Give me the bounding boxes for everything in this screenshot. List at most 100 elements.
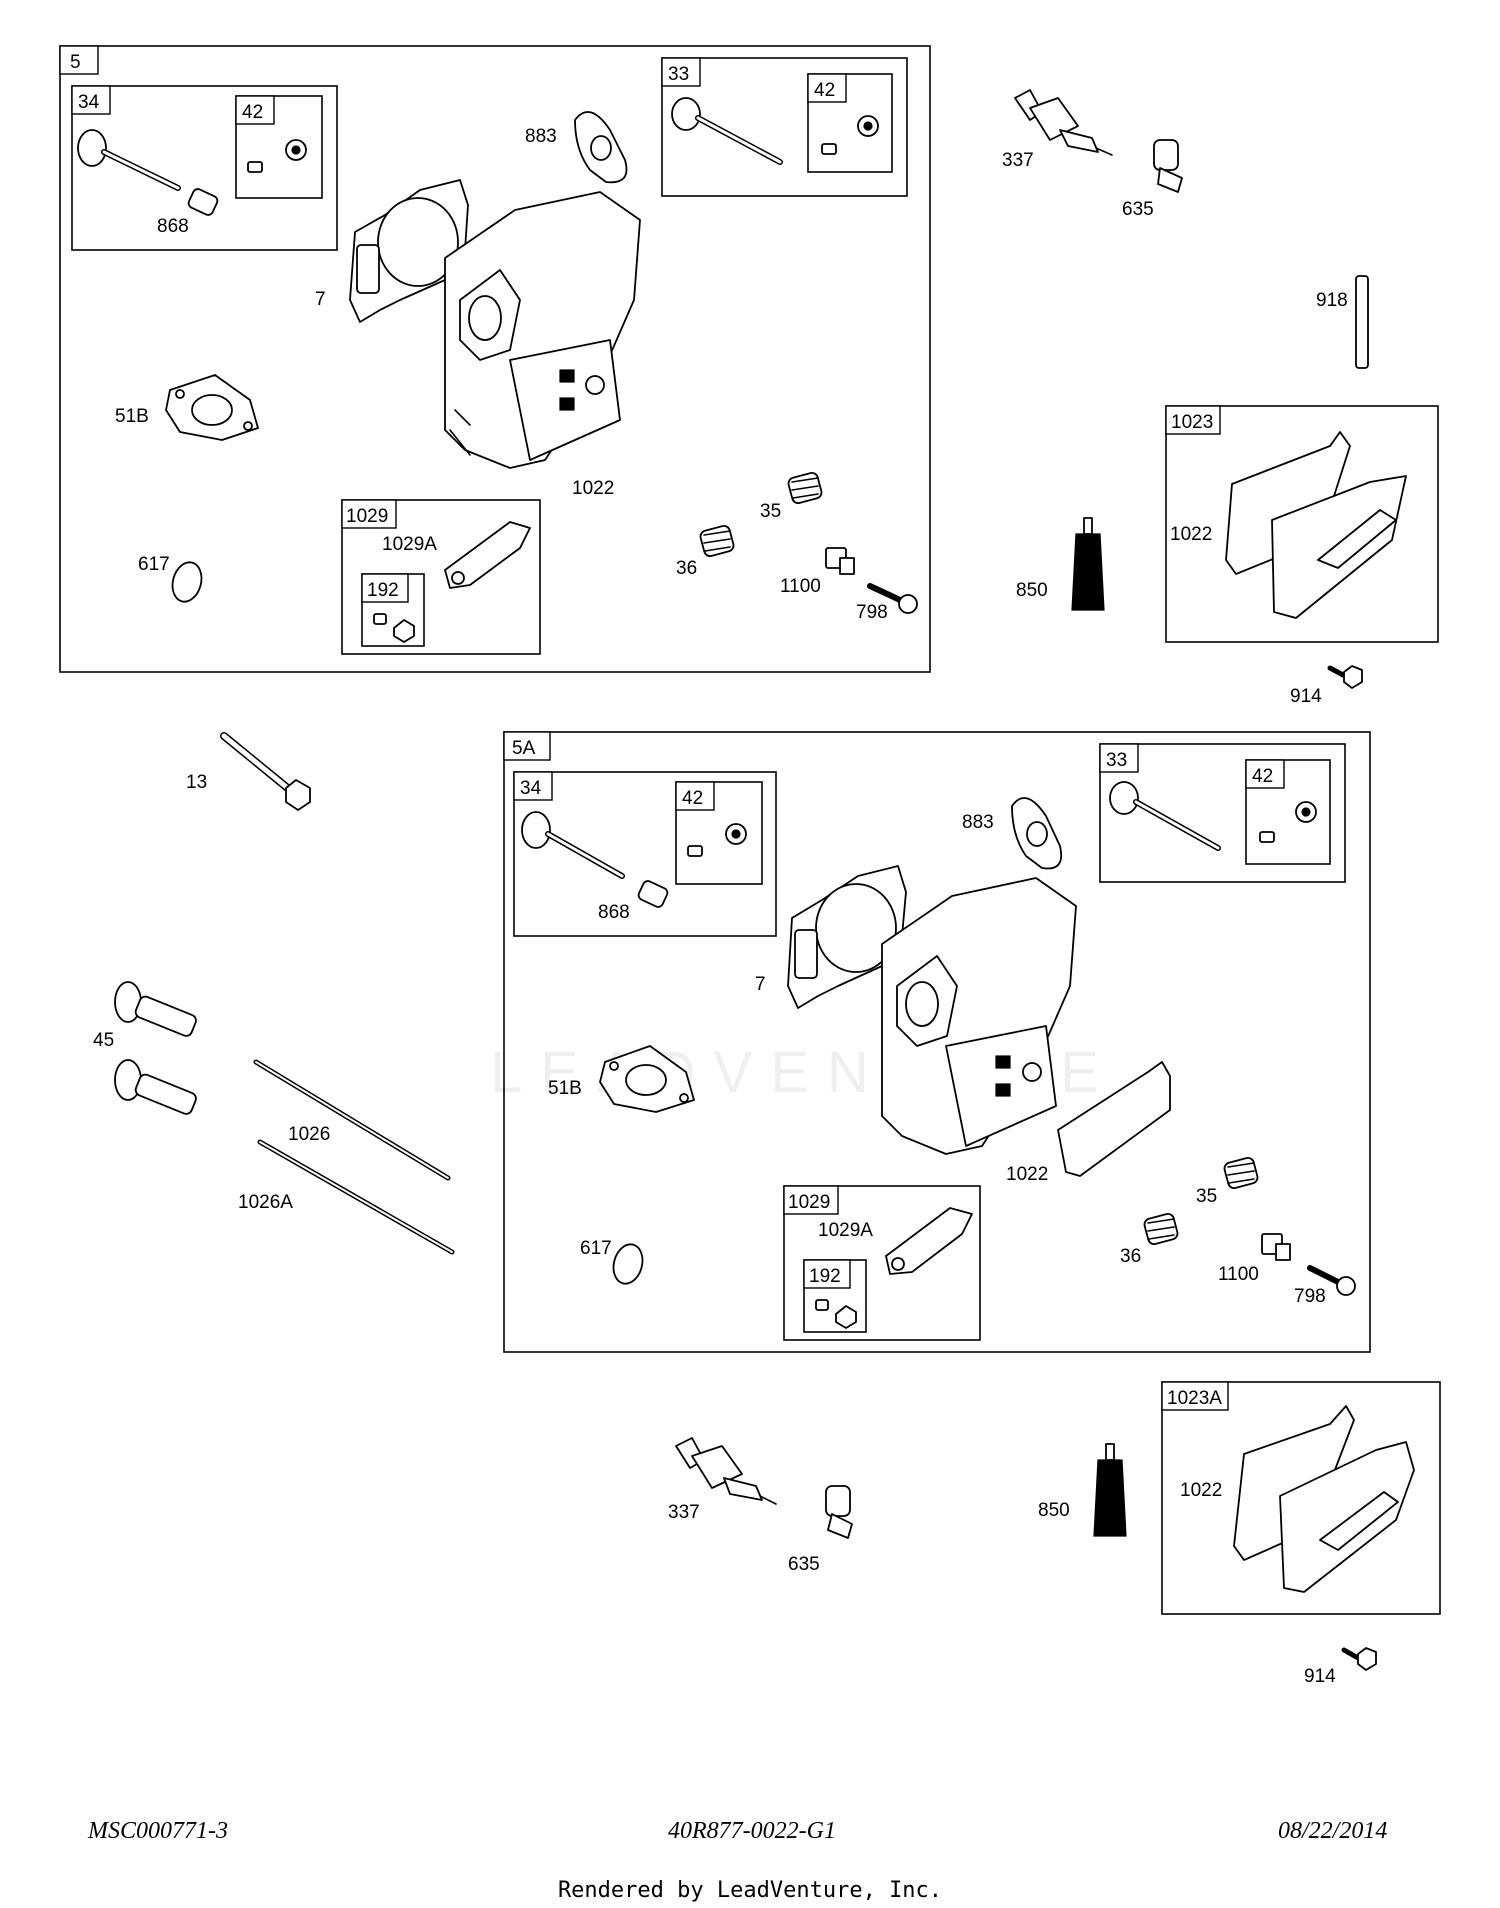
group-label-33: 33 bbox=[668, 64, 689, 85]
footer-center-code: 40R877-0022-G1 bbox=[668, 1818, 836, 1844]
callout-914: 914 bbox=[1304, 1666, 1336, 1687]
callout-635: 635 bbox=[1122, 199, 1154, 220]
intake-gasket bbox=[165, 374, 259, 441]
group-label-5A: 5A bbox=[512, 738, 536, 759]
callout-1100: 1100 bbox=[1218, 1264, 1259, 1285]
guide-plate bbox=[825, 547, 855, 575]
callout-850: 850 bbox=[1016, 580, 1048, 601]
keeper-part bbox=[687, 823, 747, 857]
group-label-1023A: 1023A bbox=[1167, 1388, 1222, 1409]
spark-plug bbox=[1014, 89, 1113, 156]
rocker-arm bbox=[885, 1207, 973, 1275]
head-gasket bbox=[787, 865, 907, 1009]
callout-918: 918 bbox=[1316, 290, 1348, 311]
sealant-tube bbox=[1093, 1443, 1127, 1537]
rendered-by-credit: Rendered by LeadVenture, Inc. bbox=[557, 1878, 943, 1903]
group-1023: 1023 1022 bbox=[1165, 405, 1439, 643]
keeper-part bbox=[247, 139, 307, 173]
valve-cover bbox=[1279, 1441, 1415, 1593]
callout-7: 7 bbox=[755, 974, 766, 995]
valve-guide bbox=[114, 981, 197, 1115]
guide-plate bbox=[1261, 1233, 1291, 1261]
callout-51B: 51B bbox=[548, 1078, 582, 1099]
callout-868: 868 bbox=[157, 216, 189, 237]
cover-bolt bbox=[1341, 1647, 1377, 1671]
group-label-42: 42 bbox=[1252, 766, 1273, 787]
callout-798: 798 bbox=[856, 602, 888, 623]
rocker-screw bbox=[1307, 1265, 1356, 1296]
callout-1022: 1022 bbox=[1180, 1480, 1222, 1501]
push-rod bbox=[253, 1059, 455, 1255]
callout-45: 45 bbox=[93, 1030, 114, 1051]
valve-part bbox=[671, 97, 783, 165]
valve-cover bbox=[1271, 475, 1407, 619]
group-label-42: 42 bbox=[242, 102, 263, 123]
group-label-1023: 1023 bbox=[1171, 412, 1213, 433]
callout-1026: 1026 bbox=[288, 1124, 330, 1145]
callout-1026A: 1026A bbox=[238, 1192, 293, 1213]
exhaust-gasket bbox=[574, 111, 628, 184]
valve-part bbox=[1109, 781, 1221, 851]
callout-35: 35 bbox=[760, 501, 781, 522]
group-label-192: 192 bbox=[367, 580, 399, 601]
cylinder-head bbox=[881, 877, 1077, 1155]
callout-868: 868 bbox=[598, 902, 630, 923]
valve-spring bbox=[1143, 1213, 1179, 1245]
group-5: 5 34 868 42 33 42 bbox=[59, 45, 931, 673]
callout-51B: 51B bbox=[115, 406, 149, 427]
cylinder-head bbox=[444, 191, 641, 469]
o-ring bbox=[612, 1243, 644, 1285]
head-bolt bbox=[220, 732, 311, 811]
rocker-screw bbox=[867, 583, 918, 614]
group-label-192: 192 bbox=[809, 1266, 841, 1287]
spark-plug-boot bbox=[825, 1485, 853, 1539]
group-5A: 5A 34 868 42 33 42 bbox=[503, 731, 1371, 1353]
o-ring bbox=[171, 561, 203, 603]
head-gasket bbox=[349, 179, 469, 323]
cover-bolt bbox=[1327, 665, 1363, 689]
valve-part bbox=[521, 811, 669, 908]
callout-850: 850 bbox=[1038, 1500, 1070, 1521]
callout-1029A: 1029A bbox=[818, 1220, 873, 1241]
callout-1022: 1022 bbox=[572, 478, 614, 499]
callout-635: 635 bbox=[788, 1554, 820, 1575]
push-rod-918 bbox=[1355, 275, 1369, 369]
callout-7: 7 bbox=[315, 289, 326, 310]
cover-gasket bbox=[1057, 1061, 1171, 1177]
rocker-nut bbox=[373, 613, 415, 643]
callout-337: 337 bbox=[668, 1502, 700, 1523]
valve-spring bbox=[1223, 1157, 1259, 1189]
keeper-part bbox=[1259, 801, 1317, 843]
intake-gasket bbox=[599, 1045, 695, 1113]
group-label-33: 33 bbox=[1106, 750, 1127, 771]
group-label-34: 34 bbox=[520, 778, 542, 799]
callout-1100: 1100 bbox=[780, 576, 821, 597]
sealant-tube bbox=[1071, 517, 1105, 611]
group-label-42: 42 bbox=[682, 788, 703, 809]
callout-883: 883 bbox=[525, 126, 557, 147]
callout-798: 798 bbox=[1294, 1286, 1326, 1307]
callout-337: 337 bbox=[1002, 150, 1034, 171]
valve-part bbox=[77, 129, 219, 216]
keeper-part bbox=[821, 115, 879, 155]
callout-13: 13 bbox=[186, 772, 207, 793]
callout-1022: 1022 bbox=[1006, 1164, 1048, 1185]
group-label-42: 42 bbox=[814, 80, 835, 101]
callout-914: 914 bbox=[1290, 686, 1322, 707]
group-label-34: 34 bbox=[78, 92, 100, 113]
exhaust-gasket bbox=[1011, 797, 1063, 870]
callout-36: 36 bbox=[676, 558, 697, 579]
spark-plug bbox=[675, 1437, 777, 1505]
callout-617: 617 bbox=[138, 554, 170, 575]
group-1023A: 1023A 1022 bbox=[1161, 1381, 1441, 1615]
group-label-5: 5 bbox=[70, 52, 81, 73]
callout-36: 36 bbox=[1120, 1246, 1141, 1267]
footer-left-code: MSC000771-3 bbox=[88, 1818, 228, 1844]
footer-date: 08/22/2014 bbox=[1278, 1818, 1388, 1844]
valve-spring bbox=[787, 472, 823, 504]
group-label-1029: 1029 bbox=[788, 1192, 830, 1213]
callout-617: 617 bbox=[580, 1238, 612, 1259]
rocker-arm bbox=[444, 521, 531, 589]
valve-spring bbox=[699, 525, 735, 557]
